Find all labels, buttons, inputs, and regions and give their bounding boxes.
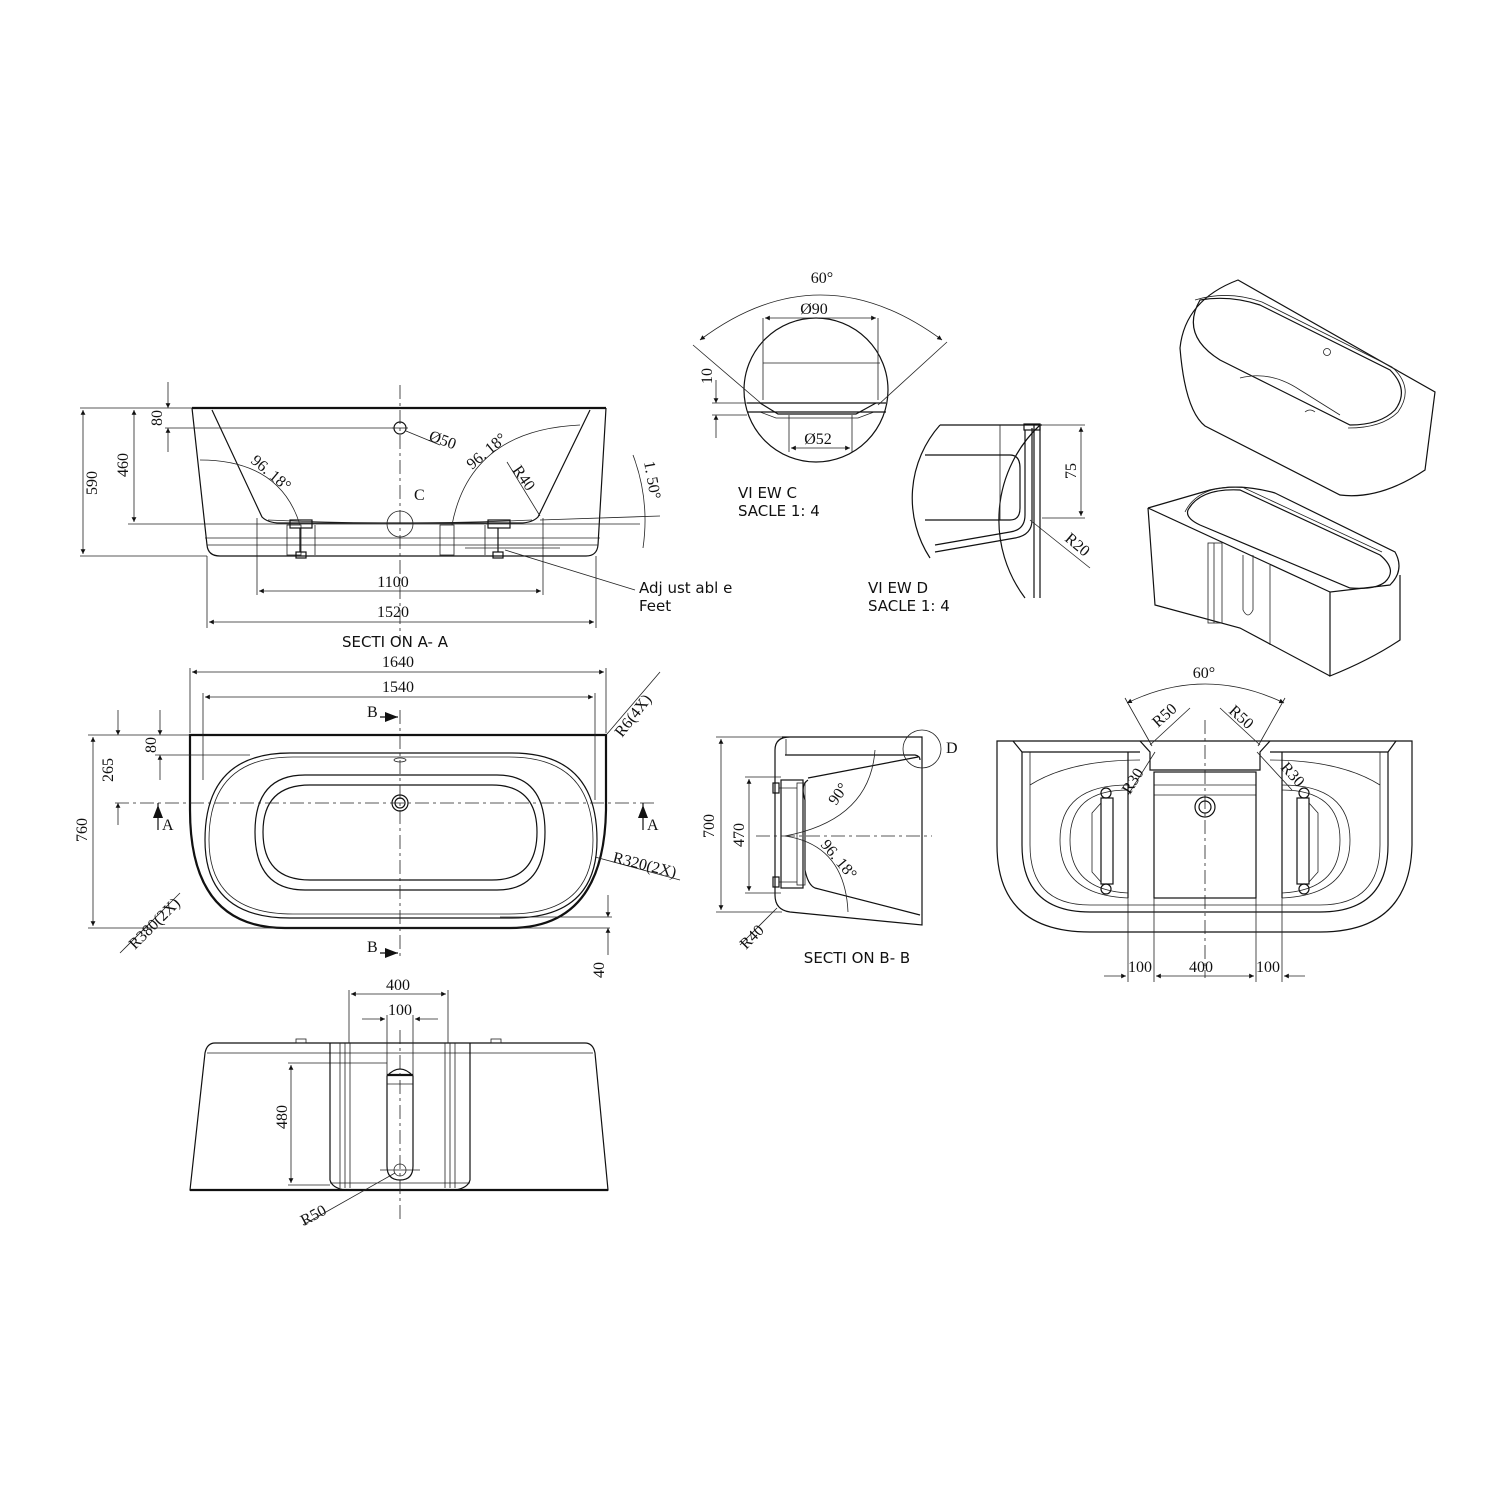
view-d-scale: SACLE 1: 4 xyxy=(868,597,950,615)
mounting-bracket-right xyxy=(1296,787,1319,895)
radius-r20: R20 xyxy=(1061,530,1092,560)
adjustable-feet-label-1: Adj ust abl e xyxy=(639,579,732,597)
lip-dim-10: 10 xyxy=(699,368,716,384)
isometric-view-top xyxy=(1179,279,1436,497)
dim-1520: 1520 xyxy=(377,604,409,621)
radius-r6-4x: R6(4X) xyxy=(612,691,655,740)
adjustable-foot-right xyxy=(487,519,511,559)
section-bb-title: SECTI ON B- B xyxy=(804,949,910,967)
section-bb-view: D 700 470 90° 96. 18° R40 SECTI ON B- B xyxy=(701,729,958,967)
radius-r40-aa: R40 xyxy=(509,463,538,495)
dim-265: 265 xyxy=(100,758,117,782)
radius-r50-back: R50 xyxy=(298,1202,330,1230)
angle-96-18-bb: 96. 18° xyxy=(817,837,860,883)
dim-480: 480 xyxy=(274,1105,291,1129)
dim-100-left: 100 xyxy=(1128,959,1152,976)
floor-slope-angle: 1. 50° xyxy=(640,460,663,501)
radius-r380-2x: R380(2X) xyxy=(126,895,184,953)
dim-1100: 1100 xyxy=(377,574,408,591)
dim-40: 40 xyxy=(591,962,608,978)
section-aa-title: SECTI ON A- A xyxy=(342,633,449,651)
dim-80: 80 xyxy=(149,410,166,426)
overflow-diameter-label: Ø50 xyxy=(427,428,459,453)
view-c-title: VI EW C xyxy=(738,484,797,502)
dim-80-plan: 80 xyxy=(143,737,160,753)
detail-ref-d: D xyxy=(946,740,958,757)
dim-1640: 1640 xyxy=(382,654,414,671)
view-d-title: VI EW D xyxy=(868,579,928,597)
adjustable-feet-label-2: Feet xyxy=(639,597,671,615)
radius-r40-bb: R40 xyxy=(737,922,768,953)
section-marker-b-bottom: B xyxy=(367,939,378,956)
dim-1540: 1540 xyxy=(382,679,414,696)
angle-60-view-c: 60° xyxy=(811,270,833,287)
inner-diameter-52: Ø52 xyxy=(804,431,832,448)
plan-view: A A B B 1640 1540 R6(4X) 760 265 xyxy=(74,654,681,978)
detail-ref-c: C xyxy=(414,487,425,504)
dim-590: 590 xyxy=(84,471,101,495)
dim-470: 470 xyxy=(731,823,748,847)
angle-90: 90° xyxy=(825,780,852,808)
section-marker-a-right: A xyxy=(647,817,659,834)
view-d-detail: 75 R20 VI EW D SACLE 1: 4 xyxy=(868,423,1093,615)
dim-400-bottom: 400 xyxy=(1189,959,1213,976)
section-aa-view: 590 460 80 Ø50 96. 18° 96. 18° R40 C 1. … xyxy=(80,382,732,651)
radius-r50-left: R50 xyxy=(1149,700,1180,730)
view-c-detail: Ø90 Ø52 10 60° VI EW C SACLE 1: 4 xyxy=(692,270,948,520)
wall-angle-right: 96. 18° xyxy=(464,430,510,473)
radius-r320-2x: R320(2X) xyxy=(611,849,678,881)
rim-height-75: 75 xyxy=(1063,463,1080,479)
bottom-view: 60° R50 R50 R30 R30 100 400 100 xyxy=(996,665,1413,982)
section-marker-a-left: A xyxy=(162,817,174,834)
section-marker-b-top: B xyxy=(367,704,378,721)
view-c-scale: SACLE 1: 4 xyxy=(738,502,820,520)
dim-100-back: 100 xyxy=(388,1002,412,1019)
dim-700: 700 xyxy=(701,814,718,838)
dim-760: 760 xyxy=(74,818,91,842)
mounting-bracket-left xyxy=(1091,787,1114,895)
dim-460: 460 xyxy=(115,453,132,477)
back-elevation-view: 400 100 480 R50 xyxy=(189,977,609,1230)
dim-100-right: 100 xyxy=(1256,959,1280,976)
outer-diameter-90: Ø90 xyxy=(800,301,828,318)
wall-angle-left: 96. 18° xyxy=(247,452,293,495)
isometric-view-bottom xyxy=(1147,486,1401,677)
angle-60-bottom: 60° xyxy=(1193,665,1215,682)
radius-r50-right: R50 xyxy=(1225,702,1256,732)
dim-400-back: 400 xyxy=(386,977,410,994)
